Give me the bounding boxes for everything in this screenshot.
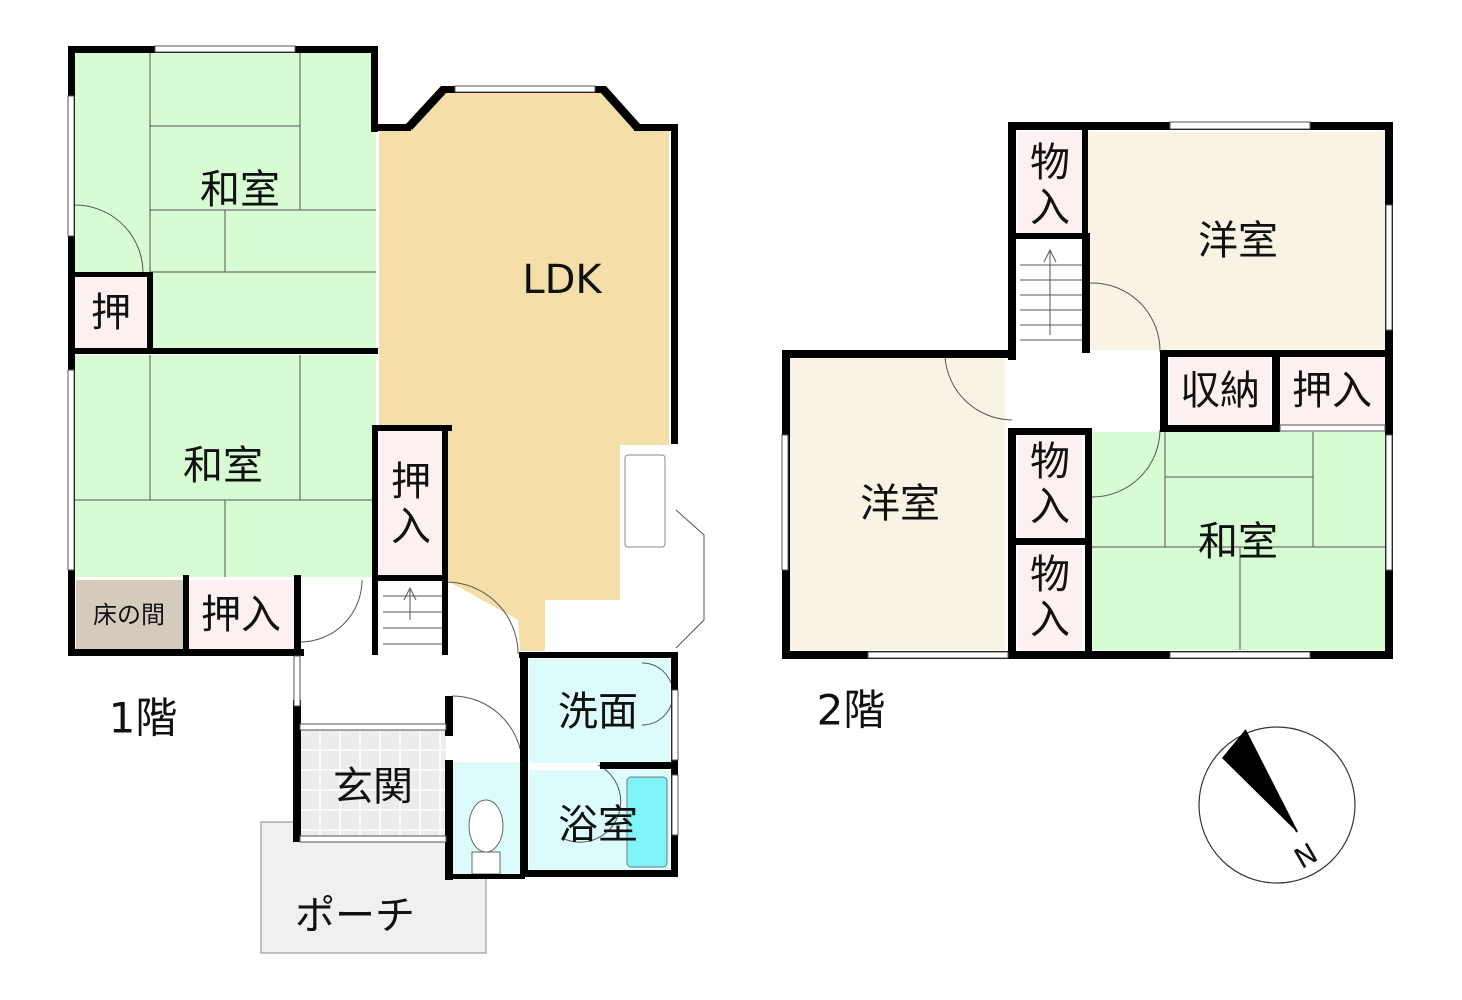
compass: N [1198,726,1356,884]
yoshitsu-top-area [1087,132,1385,350]
room-label-yoshitsu-left: 洋室 [860,481,940,527]
room-label-monoire-bot-2: 入 [1030,597,1070,643]
room-label-oshiire-center-1: 押 [391,459,431,505]
genkan-area [300,730,446,842]
oshi-small-area [75,274,147,350]
room-label-washitsu-2f: 和室 [1198,519,1278,565]
room-label-yoshitsu-top: 洋室 [1198,218,1278,264]
room-label-oshiire-center-2: 入 [391,504,431,550]
monoire-bot-area [1018,547,1082,650]
room-label-shuno: 収納 [1180,368,1260,414]
room-label-senmen: 洗面 [558,689,638,735]
room-label-oshiire-left: 押入 [201,592,281,638]
tokonoma-area [76,580,183,650]
room-label-oshi: 押 [91,290,131,336]
room-label-monoire-top-2: 入 [1030,185,1070,231]
toilet-bowl-icon [468,799,504,853]
floor-2: 物 入 洋室 洋室 収納 押入 物 入 物 入 和室 2階 [781,121,1393,735]
room-label-monoire-mid-2: 入 [1030,484,1070,530]
oshiire-2f-area [1281,357,1385,425]
oshiire-center-area [380,430,444,575]
senmen-area [529,659,670,763]
room-label-ldk: LDK [522,257,603,303]
room-label-genkan: 玄関 [333,764,413,810]
oshiire-left-area [188,580,295,650]
monoire-mid-area [1018,432,1082,537]
room-label-monoire-bot-1: 物 [1030,552,1070,598]
floor-label-2f: 2階 [817,686,886,735]
shuno-area [1170,357,1270,425]
monoire-top-area [1018,132,1082,234]
room-label-oshiire-2f: 押入 [1292,368,1372,414]
floor-label-1f: 1階 [109,694,178,743]
room-label-monoire-mid-1: 物 [1030,439,1070,485]
bathtub [626,776,668,868]
room-label-yokushitsu: 浴室 [558,802,638,848]
washitsu-mid-area [72,355,376,577]
compass-needle-icon [1222,730,1297,832]
room-label-washitsu-mid: 和室 [183,443,263,489]
washitsu-2f-area [1092,432,1385,650]
yoshitsu-left-area [790,357,1005,650]
room-label-tokonoma: 床の間 [93,601,165,629]
room-label-washitsu-top: 和室 [200,167,280,213]
room-label-porch: ポーチ [295,893,415,939]
room-label-monoire-top-1: 物 [1030,140,1070,186]
ldk-area [379,91,669,651]
floor-1: 和室 押 和室 床の間 押入 LDK 押 入 洗面 浴室 玄関 ポーチ 1階 [67,45,705,954]
